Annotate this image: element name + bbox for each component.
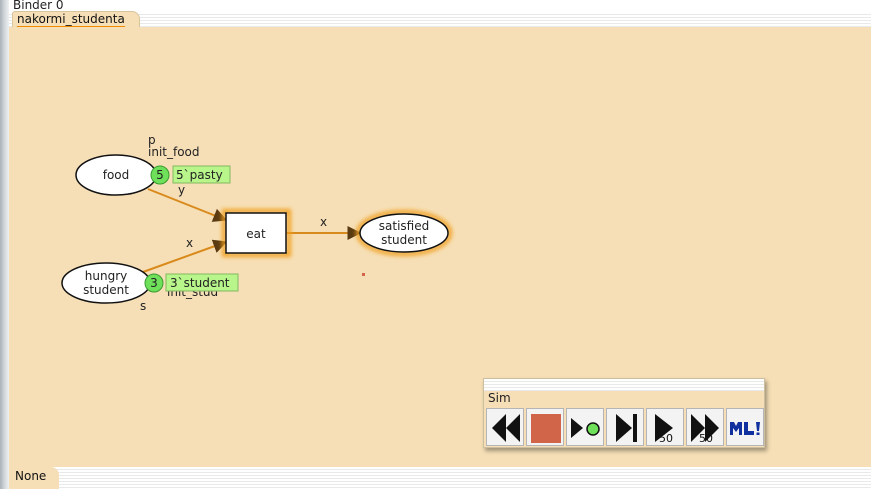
arc-label-eat-satisfied[interactable]: x xyxy=(320,215,327,229)
transition-eat-name: eat xyxy=(246,227,266,241)
status-strip xyxy=(9,467,871,489)
place-food-init[interactable]: init_food xyxy=(148,145,200,159)
place-satisfied-name-line1: satisfied xyxy=(379,219,429,233)
token-count-food-value: 5 xyxy=(156,168,164,182)
step-icon xyxy=(616,414,637,442)
arc-food-to-eat[interactable] xyxy=(147,188,228,222)
tab-strip xyxy=(9,12,871,28)
rewind-icon xyxy=(492,414,520,442)
ml-button[interactable] xyxy=(726,408,764,446)
place-satisfied-student[interactable] xyxy=(359,213,449,253)
marking-food-box[interactable] xyxy=(172,165,231,184)
sim-palette[interactable]: Sim 50 50 xyxy=(483,378,765,448)
play-single-icon xyxy=(571,418,600,438)
status-label: None xyxy=(15,469,47,483)
marking-hungry-text: 3`student xyxy=(170,276,230,290)
stop-button[interactable] xyxy=(526,408,564,446)
play-50-button[interactable]: 50 xyxy=(646,408,684,446)
play-50-count: 50 xyxy=(659,432,673,445)
transition-eat[interactable] xyxy=(225,212,287,254)
place-hungry-name-line2: student xyxy=(83,283,129,297)
canvas-dot-marker xyxy=(362,273,365,276)
arc-label-hungry-eat[interactable]: x xyxy=(186,236,193,250)
token-count-hungry[interactable] xyxy=(144,273,164,293)
arc-label-food-eat[interactable]: y xyxy=(178,183,185,197)
token-count-food[interactable] xyxy=(150,165,170,185)
fast-forward-icon xyxy=(691,414,719,442)
play-icon xyxy=(655,414,673,442)
ml-icon xyxy=(730,422,760,435)
status-tab[interactable]: None xyxy=(9,467,59,489)
marking-hungry-box[interactable] xyxy=(165,273,239,292)
fast-forward-50-button[interactable]: 50 xyxy=(686,408,724,446)
place-hungry-name-line1: hungry xyxy=(85,269,127,283)
palette-title-bar[interactable] xyxy=(484,379,764,391)
transition-eat-glow xyxy=(222,209,291,257)
step-button[interactable] xyxy=(606,408,644,446)
place-food-name: food xyxy=(103,168,130,182)
place-satisfied-name-line2: student xyxy=(381,233,427,247)
fast-forward-50-count: 50 xyxy=(699,432,713,445)
window-left-edge xyxy=(0,0,9,489)
stop-icon xyxy=(531,414,561,443)
place-food-type[interactable]: p xyxy=(148,133,156,147)
play-single-button[interactable] xyxy=(566,408,604,446)
rewind-button[interactable] xyxy=(486,408,524,446)
arc-hungry-to-eat[interactable] xyxy=(142,239,228,273)
marking-food-text: 5`pasty xyxy=(176,168,223,182)
palette-title: Sim xyxy=(488,391,511,405)
place-hungry-type[interactable]: s xyxy=(140,299,146,313)
place-satisfied-glow xyxy=(356,210,452,256)
binder-title: Binder 0 xyxy=(13,0,64,12)
token-count-hungry-value: 3 xyxy=(150,276,158,290)
